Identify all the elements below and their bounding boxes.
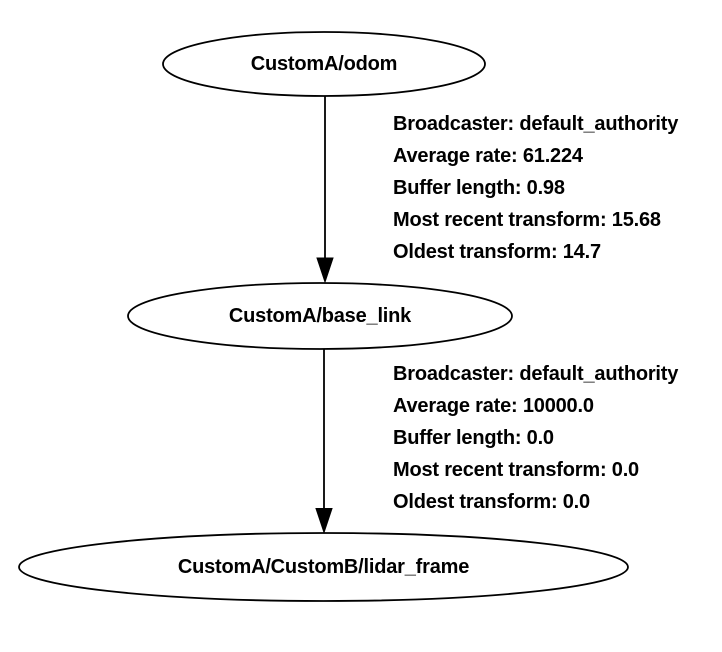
node-label-base-link: CustomA/base_link: [228, 304, 412, 327]
edge-arrowhead-baselink-lidarframe: [315, 508, 333, 535]
edge-stat-oldest-transform: Oldest transform: 14.7: [393, 241, 601, 263]
node-label-odom: CustomA/odom: [250, 52, 398, 75]
edge-stat-broadcaster: Broadcaster: default_authority: [393, 363, 679, 385]
edge-stat-most-recent-transform: Most recent transform: 0.0: [393, 459, 639, 481]
edge-stat-broadcaster: Broadcaster: default_authority: [393, 113, 679, 135]
node-ellipse-odom: [162, 31, 486, 97]
edge-stat-buffer-length: Buffer length: 0.98: [393, 177, 565, 199]
edge-stat-average-rate: Average rate: 61.224: [393, 145, 583, 167]
edge-label-odom-baselink: Broadcaster: default_authority Average r…: [393, 108, 678, 268]
edge-label-baselink-lidarframe: Broadcaster: default_authority Average r…: [393, 358, 678, 518]
edge-stat-oldest-transform: Oldest transform: 0.0: [393, 491, 590, 513]
node-label-lidar-frame: CustomA/CustomB/lidar_frame: [177, 555, 470, 578]
node-ellipse-lidar-frame: [18, 532, 629, 602]
edge-stat-average-rate: Average rate: 10000.0: [393, 395, 594, 417]
edge-stat-buffer-length: Buffer length: 0.0: [393, 427, 554, 449]
edge-arrowhead-odom-baselink: [316, 257, 334, 284]
node-ellipse-base-link: [127, 282, 513, 350]
edge-stat-most-recent-transform: Most recent transform: 15.68: [393, 209, 661, 231]
